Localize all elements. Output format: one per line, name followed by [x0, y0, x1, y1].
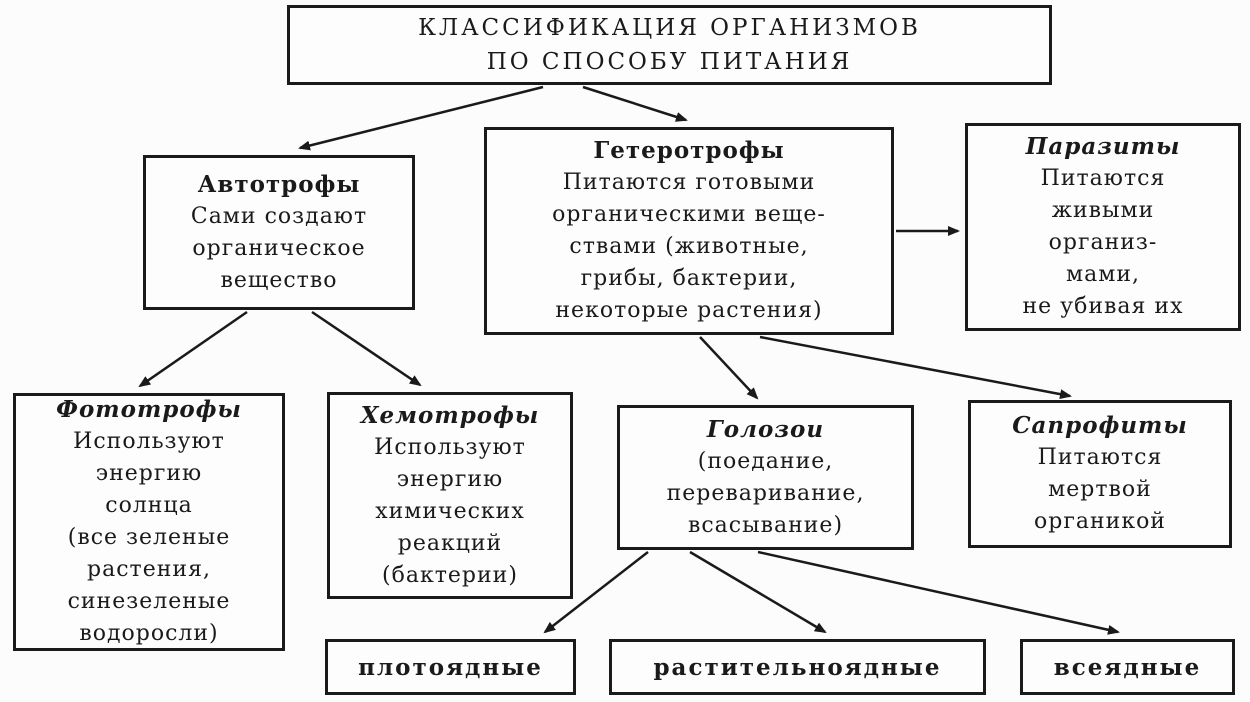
node-plotoyadnye: плотоядные: [325, 639, 576, 695]
node-avtotrofy-heading: Автотрофы: [197, 170, 361, 198]
arrow-title-to-geterotrofy: [582, 85, 688, 122]
node-saprofity-heading: Сапрофиты: [1012, 412, 1188, 439]
diagram-title: КЛАССИФИКАЦИЯ ОРГАНИЗМОВ ПО СПОСОБУ ПИТА…: [418, 15, 921, 75]
node-avtotrofy-body: Сами создают органическое вещество: [190, 203, 368, 293]
arrow-avtotrofy-to-khemotrofy: [311, 310, 422, 387]
node-rastitelnoyadnye-label: растительноядные: [653, 653, 942, 681]
arrow-avtotrofy-to-fototrofy: [138, 310, 248, 388]
node-khemotrofy: Хемотрофы Используют энергию химических …: [327, 392, 573, 599]
arrow-geterotrofy-to-golozoi: [699, 336, 759, 400]
node-avtotrofy: Автотрофы Сами создают органическое веще…: [143, 155, 415, 310]
node-title: КЛАССИФИКАЦИЯ ОРГАНИЗМОВ ПО СПОСОБУ ПИТА…: [287, 5, 1052, 85]
node-saprofity-body: Питаются мертвой органикой: [1034, 445, 1166, 534]
node-geterotrofy-body: Питаются готовыми органическими веще- ст…: [552, 170, 826, 323]
node-khemotrofy-body: Используют энергию химических реакций (б…: [374, 434, 526, 588]
node-vseyadnye: всеядные: [1020, 639, 1235, 695]
node-vseyadnye-label: всеядные: [1053, 653, 1202, 681]
node-fototrofy: Фототрофы Используют энергию солнца (все…: [13, 393, 285, 651]
node-parazity-body: Питаются живыми организ- мами, не убивая…: [1022, 166, 1184, 319]
node-parazity: Паразиты Питаются живыми организ- мами, …: [965, 123, 1241, 331]
node-golozoi-heading: Голозои: [706, 415, 825, 443]
node-golozoi-body: (поедание, переваривание, всасывание): [666, 448, 865, 538]
node-parazity-heading: Паразиты: [1025, 133, 1181, 160]
node-rastitelnoyadnye: растительноядные: [609, 639, 986, 695]
node-khemotrofy-heading: Хемотрофы: [360, 401, 540, 429]
node-fototrofy-body: Используют энергию солнца (все зеленые р…: [67, 429, 231, 646]
node-golozoi: Голозои (поедание, переваривание, всасыв…: [617, 405, 914, 550]
node-plotoyadnye-label: плотоядные: [358, 653, 543, 681]
arrow-geterotrofy-to-saprofity: [759, 335, 1072, 400]
node-geterotrofy: Гетеротрофы Питаются готовыми органическ…: [484, 127, 894, 335]
arrow-golozoi-to-rastitelnoyadnye: [689, 550, 827, 634]
node-fototrofy-heading: Фототрофы: [56, 396, 242, 423]
arrow-golozoi-to-vseyadnye: [757, 550, 1120, 635]
node-geterotrofy-heading: Гетеротрофы: [593, 137, 785, 164]
node-saprofity: Сапрофиты Питаются мертвой органикой: [968, 400, 1232, 548]
